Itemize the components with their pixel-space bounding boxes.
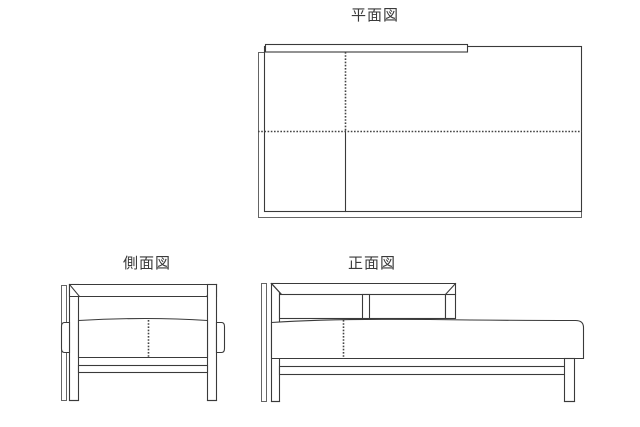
- plan-view-title: 平面図: [351, 6, 399, 24]
- front-headboard-back-panel: [261, 283, 267, 402]
- side-headboard-chamfer-left: [68, 283, 81, 298]
- side-mattress-slab: [77, 317, 209, 359]
- front-headboard-chamfer-left: [270, 282, 283, 296]
- side-right-post: [206, 283, 218, 402]
- front-headboard-chamfer-right: [444, 282, 457, 296]
- side-left-side-tab: [60, 321, 71, 354]
- side-left-post: [68, 283, 80, 402]
- side-right-side-tab: [215, 321, 226, 354]
- side-headboard-top-rail: [68, 283, 218, 298]
- front-view-title: 正面図: [348, 254, 396, 272]
- front-view-group: 正面図: [261, 254, 585, 403]
- front-headboard-top-rail: [270, 282, 457, 296]
- front-headboard-right-post: [444, 293, 457, 320]
- front-lower-rail: [278, 365, 567, 376]
- plan-inner-rect: [263, 45, 583, 213]
- plan-view-group: 平面図: [258, 6, 583, 218]
- front-headboard-inner-divider: [361, 293, 371, 320]
- side-view-title: 側面図: [123, 254, 171, 272]
- plan-headboard-band: [264, 43, 469, 53]
- front-mattress-slab: [270, 318, 585, 360]
- front-right-leg: [563, 357, 576, 403]
- side-lower-rail: [77, 364, 209, 374]
- side-view-group: 側面図: [60, 254, 226, 402]
